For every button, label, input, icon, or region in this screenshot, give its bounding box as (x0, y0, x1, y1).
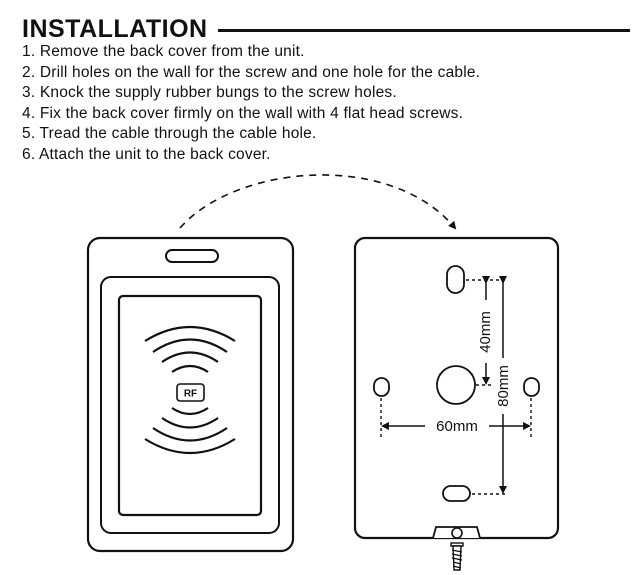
step-item: 3. Knock the supply rubber bungs to the … (22, 84, 397, 101)
dimension-60mm: 60mm (436, 418, 478, 435)
rf-label: RF (184, 389, 197, 400)
back-cover: 40mm 80mm 60mm (353, 236, 560, 540)
transfer-arc-arrow (179, 174, 457, 230)
step-item: 2. Drill holes on the wall for the screw… (22, 63, 481, 81)
screw-hole-right (523, 377, 540, 397)
section-title: INSTALLATION (22, 15, 208, 43)
rf-badge (176, 383, 205, 402)
screw-hole-left (373, 377, 390, 397)
dimension-80mm: 80mm (495, 365, 512, 407)
screw-hole-bottom (442, 485, 471, 502)
screw-hole-top (446, 265, 465, 294)
step-item: 1. Remove the back cover from the unit. (22, 43, 305, 60)
screw-icon (450, 542, 464, 571)
step-item: 5. Tread the cable through the cable hol… (22, 125, 317, 142)
dimension-40mm: 40mm (477, 311, 494, 353)
cable-hole (436, 365, 476, 405)
step-item: 4. Fix the back cover firmly on the wall… (22, 104, 464, 122)
rf-wave-icon (144, 326, 236, 454)
installation-steps: 1. Remove the back cover from the unit. … (22, 42, 480, 165)
title-rule (218, 29, 630, 32)
step-item: 6. Attach the unit to the back cover. (22, 145, 271, 163)
reader-unit: RF (86, 236, 295, 553)
